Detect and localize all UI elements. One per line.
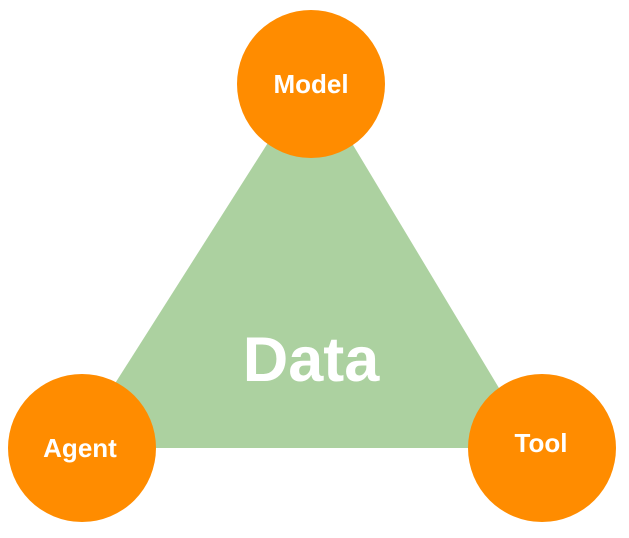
node-tool-label: Tool (515, 428, 568, 458)
node-agent-circle (8, 374, 156, 522)
node-tool-circle (468, 374, 616, 522)
node-agent: Agent (8, 374, 156, 522)
node-model: Model (237, 10, 385, 158)
node-tool: Tool (468, 374, 616, 522)
center-label: Data (243, 325, 381, 395)
node-agent-label: Agent (43, 433, 117, 463)
node-model-label: Model (273, 69, 348, 99)
node-model-circle (237, 10, 385, 158)
data-triangle (74, 75, 535, 448)
